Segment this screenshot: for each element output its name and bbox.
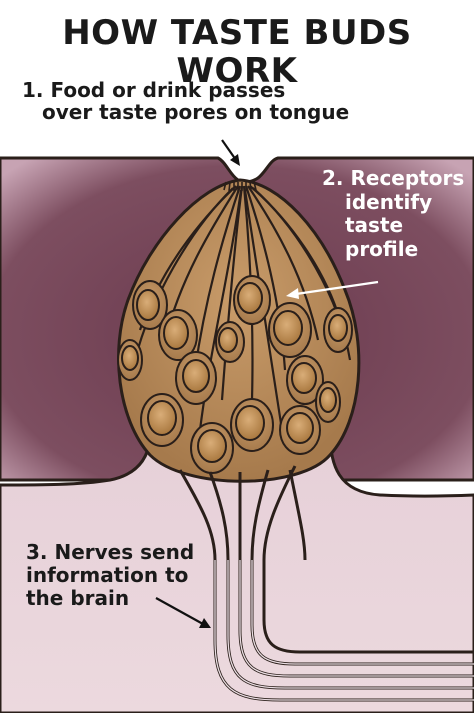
step-2-line-2: identify	[345, 189, 433, 214]
step-3-label: 3. Nerves send information to the brain	[26, 540, 195, 611]
page-title: HOW TASTE BUDS WORK	[62, 13, 412, 92]
arrow-to-receptors-icon	[286, 280, 379, 299]
arrow-to-nerves-icon	[155, 597, 211, 628]
arrow-to-pore-icon	[221, 139, 240, 166]
step-1-line-2: over taste pores on tongue	[42, 100, 350, 125]
step-2-label: 2. Receptors identify taste profile	[322, 166, 465, 261]
step-3-line-3: the brain	[26, 586, 130, 611]
step-1-line-1: 1. Food or drink passes	[22, 78, 286, 102]
step-3-line-1: 3. Nerves send	[26, 540, 195, 564]
step-2-line-3: taste	[345, 213, 404, 238]
step-3-line-2: information to	[26, 563, 189, 588]
step-2-line-1: 2. Receptors	[322, 166, 465, 190]
nerve-fibers-fill	[214, 560, 474, 701]
step-2-line-4: profile	[345, 236, 419, 261]
step-1-label: 1. Food or drink passes over taste pores…	[22, 79, 349, 124]
taste-bud	[117, 178, 361, 483]
